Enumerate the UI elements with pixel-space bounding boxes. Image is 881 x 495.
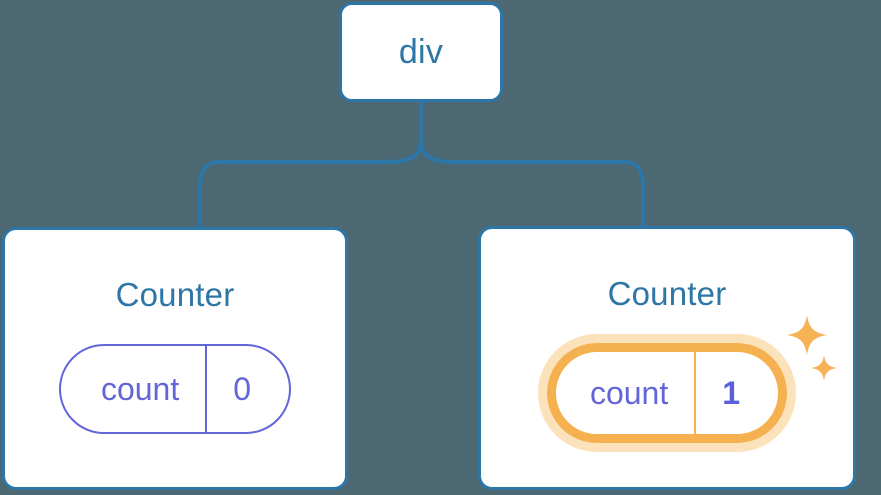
state-pill-divider-right [694, 352, 697, 434]
connector-to-left-child [198, 138, 423, 229]
state-pill-left[interactable]: count 0 [58, 344, 292, 434]
state-value-left: 0 [233, 371, 252, 407]
state-value-right: 1 [722, 375, 741, 411]
connector-to-right-child [419, 138, 645, 229]
state-key-right: count [589, 375, 669, 411]
node-counter-left-title: Counter [115, 276, 235, 313]
state-pill-wrapper-left: count 0 [58, 344, 292, 434]
sparkle-group [783, 315, 847, 407]
node-counter-right[interactable]: Counter count 1 [478, 226, 856, 490]
sparkle-icon [811, 355, 838, 381]
state-pill-wrapper-right: count 1 [537, 315, 838, 452]
state-pill-right[interactable]: count 1 [546, 343, 788, 443]
sparkle-icon [787, 315, 828, 355]
node-div[interactable]: div [339, 2, 503, 102]
state-key-left: count [100, 371, 180, 407]
node-counter-left[interactable]: Counter count 0 [2, 227, 348, 490]
state-pill-divider-left [205, 346, 208, 432]
node-counter-right-title: Counter [607, 275, 727, 312]
node-div-label: div [398, 33, 444, 71]
